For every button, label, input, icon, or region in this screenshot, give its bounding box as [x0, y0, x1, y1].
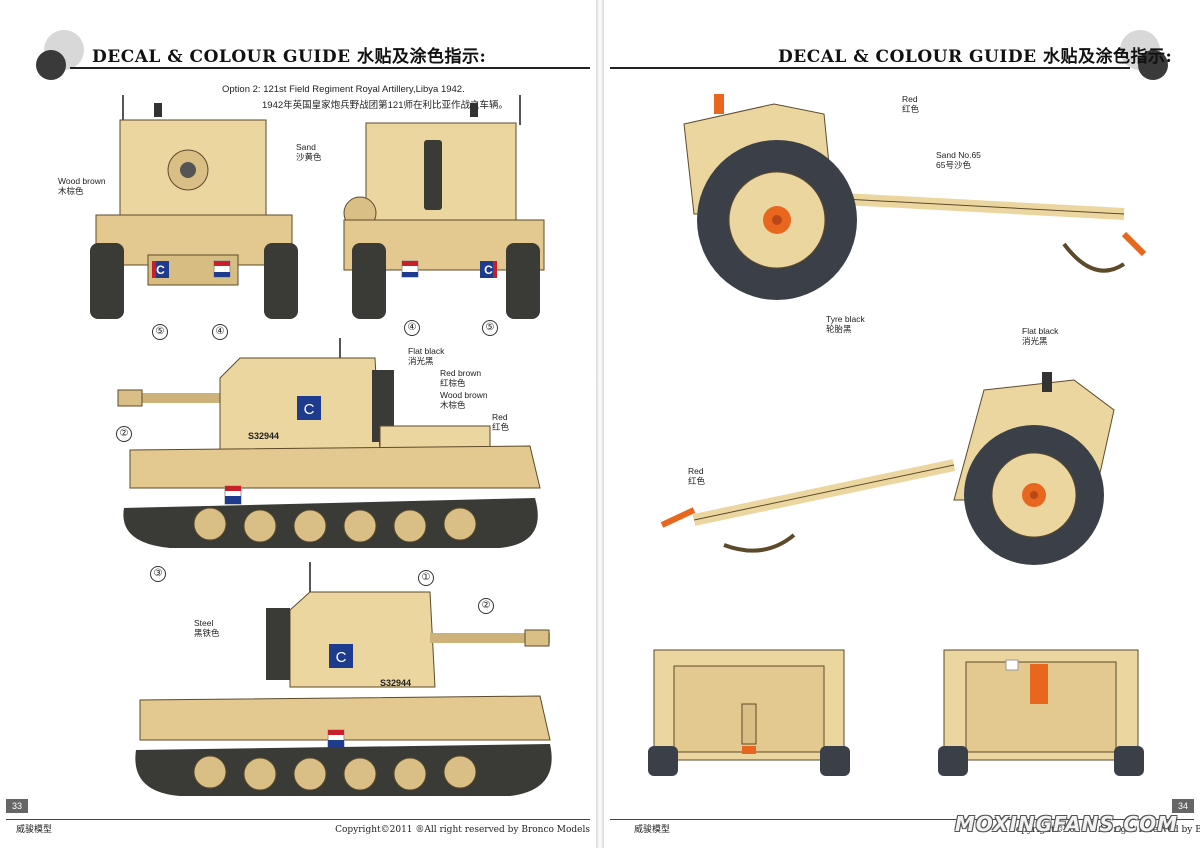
footer-rule	[6, 819, 590, 820]
svg-text:C: C	[304, 401, 315, 418]
tank-side-view-right: C S32944	[135, 562, 552, 796]
field-gun-side-view-2	[660, 372, 1115, 565]
header-ornament-dark	[1138, 50, 1168, 80]
tank-rear-view: C	[343, 95, 545, 319]
svg-text:S32944: S32944	[380, 678, 411, 688]
tank-side-view-left: C S32944	[117, 338, 541, 548]
svg-text:C: C	[336, 649, 347, 666]
option-caption-en: Option 2: 121st Field Regiment Royal Art…	[222, 84, 465, 95]
callout-4-front: ④	[212, 324, 228, 340]
callout-5-rear: ⑤	[482, 320, 498, 336]
svg-text:S32944: S32944	[248, 431, 279, 441]
page-title: DECAL & COLOUR GUIDE 水贴及涂色指示:	[92, 47, 487, 67]
footer-brand: 威骏模型	[634, 825, 671, 835]
callout-4-rear: ④	[404, 320, 420, 336]
field-gun-side-view-1	[683, 94, 1147, 300]
page-title: DECAL & COLOUR GUIDE 水贴及涂色指示:	[778, 47, 1173, 67]
callout-5-front: ⑤	[152, 324, 168, 340]
limber-front-view	[648, 649, 850, 776]
left-page: DECAL & COLOUR GUIDE 水贴及涂色指示: Option 2: …	[0, 0, 596, 848]
svg-text:C: C	[484, 263, 493, 277]
callout-2-side-right: ②	[478, 598, 494, 614]
site-watermark: MOXINGFANS.COM	[954, 812, 1178, 836]
footer-rule	[610, 819, 1194, 820]
callout-3-side-left: ③	[150, 566, 166, 582]
callout-2-side-left: ②	[116, 426, 132, 442]
limber-rear-view	[938, 649, 1144, 776]
tank-front-view: C	[90, 95, 298, 319]
footer-copyright: Copyright©2011 ®All right reserved by Br…	[1009, 825, 1200, 835]
footer-copyright: Copyright©2011 ®All right reserved by Br…	[335, 825, 590, 835]
header-rule	[70, 67, 590, 69]
svg-text:C: C	[156, 263, 165, 277]
page-number: 33	[6, 799, 28, 813]
header-rule	[610, 67, 1130, 69]
book-gutter	[596, 0, 604, 848]
page-number: 34	[1172, 799, 1194, 813]
option-caption-cn: 1942年英国皇家炮兵野战团第121师在利比亚作战之车辆。	[262, 100, 508, 111]
header-ornament-dark	[36, 50, 66, 80]
callout-1-side-right: ①	[418, 570, 434, 586]
footer-brand: 威骏模型	[16, 825, 53, 835]
